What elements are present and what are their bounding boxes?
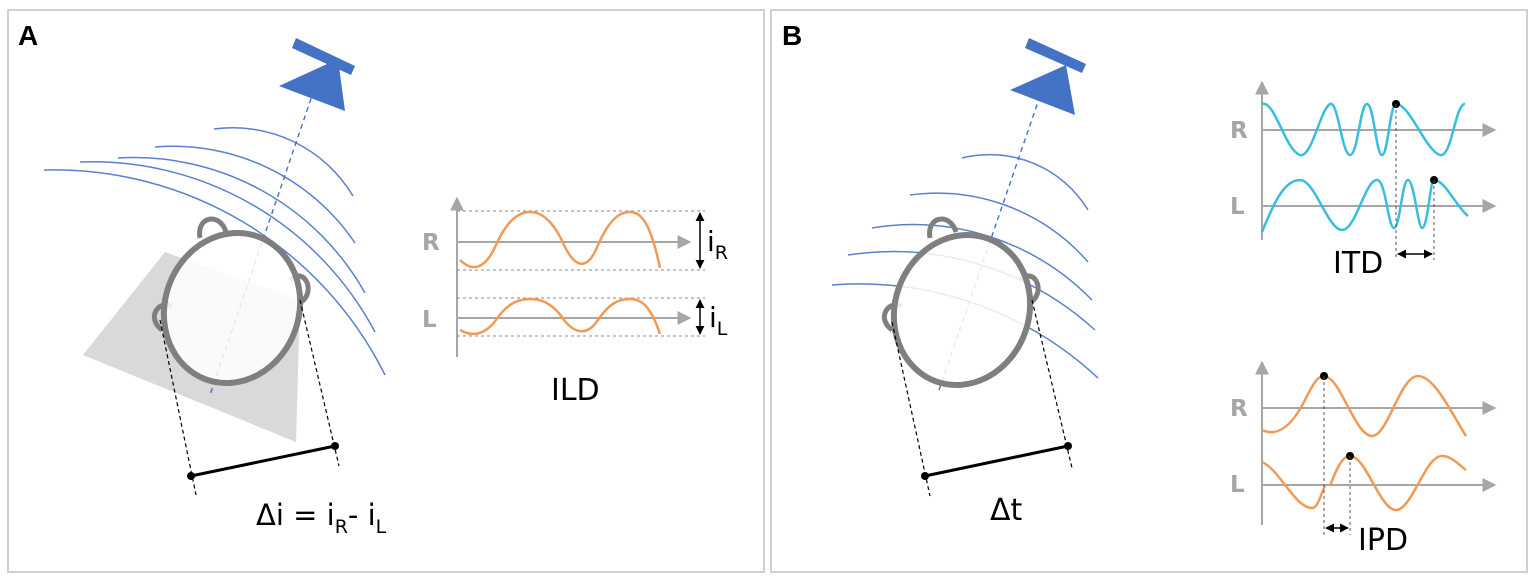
ipd-r-wave xyxy=(1261,374,1468,438)
projection-line-right-ear-b xyxy=(1031,299,1073,469)
itd-chart: R L ITD xyxy=(1230,80,1497,281)
interaural-distance-bar xyxy=(190,444,336,478)
ipd-label: IPD xyxy=(1358,523,1408,558)
projection-line-left-ear-b xyxy=(891,321,931,497)
ild-label: ILD xyxy=(551,373,600,408)
ild-r-label: R xyxy=(422,230,440,256)
ild-il-symbol: iL xyxy=(709,301,728,340)
panel-b-frame xyxy=(770,9,1528,573)
panel-a-letter: A xyxy=(18,20,38,51)
wavefronts-a xyxy=(43,126,386,376)
interaural-distance-bar-b xyxy=(924,444,1069,478)
bar-endpoint-right xyxy=(331,442,339,450)
head-icon-b xyxy=(881,216,1041,389)
ild-r-wave xyxy=(459,210,662,269)
ipd-r-label: R xyxy=(1230,396,1248,422)
projection-line-right-ear xyxy=(299,299,340,467)
ild-l-wave xyxy=(459,297,662,336)
itd-r-wave xyxy=(1261,102,1466,157)
bar-endpoint-left-b xyxy=(921,472,929,480)
ipd-l-wave xyxy=(1261,454,1467,512)
projection-line-left-ear xyxy=(159,319,197,496)
ild-ir-symbol: iR xyxy=(707,225,728,264)
panel-b-letter: B xyxy=(782,20,802,51)
speaker-icon xyxy=(279,38,355,111)
bar-endpoint-right-b xyxy=(1064,442,1072,450)
bar-endpoint-left xyxy=(187,472,195,480)
intensity-difference-equation: Δi = iR- iL xyxy=(256,498,387,538)
ild-chart: R L iR iL ILD xyxy=(422,196,728,408)
panel-a: A xyxy=(7,9,765,573)
itd-l-label: L xyxy=(1230,194,1245,220)
ild-l-label: L xyxy=(422,307,437,333)
head-icon xyxy=(151,216,311,387)
ipd-chart: R L IPD xyxy=(1230,360,1497,558)
itd-label: ITD xyxy=(1333,246,1383,281)
panel-b: B xyxy=(770,9,1528,573)
itd-l-wave xyxy=(1260,178,1469,233)
itd-r-label: R xyxy=(1230,118,1248,144)
ipd-l-label: L xyxy=(1230,472,1245,498)
speaker-icon-b xyxy=(1010,38,1086,115)
panel-a-frame xyxy=(7,9,765,573)
time-difference-label: Δt xyxy=(990,493,1023,528)
